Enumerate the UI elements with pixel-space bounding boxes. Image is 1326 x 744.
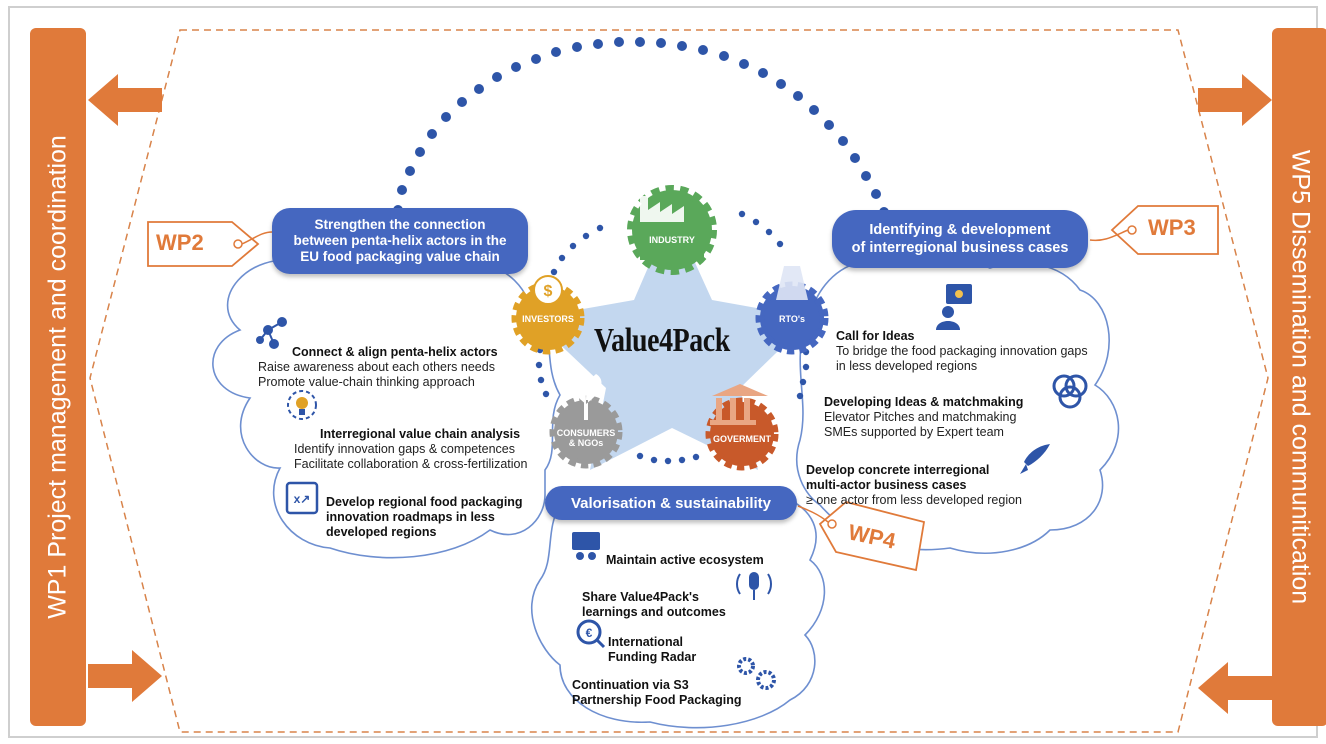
government-gear [705, 384, 779, 471]
wp4-header: Valorisation & sustainability [545, 486, 797, 520]
arrow-right-bottom [1198, 662, 1272, 714]
rtos-gear [755, 266, 829, 355]
wp1-project-management-bar: WP1 Project management and coordination [30, 28, 86, 726]
industry-gear [627, 185, 717, 275]
arrow-left-top [88, 74, 162, 126]
wp2-item-2-text: Identify innovation gaps & competences F… [294, 442, 528, 471]
tag-wp3: WP3 [1148, 215, 1196, 240]
wp2-item-3: Develop regional food packaging innovati… [326, 480, 523, 555]
wp3-item-3-text: ≥ one actor from less developed region [806, 493, 1023, 507]
svg-text:€: € [586, 626, 593, 640]
gears-icon [737, 657, 776, 690]
dotted-ring [535, 210, 810, 465]
presentation-icon [572, 532, 600, 560]
idea-person-icon [936, 284, 972, 330]
gear-label-industry: INDUSTRY [649, 235, 695, 245]
wp4-item-1: Maintain active ecosystem [606, 538, 764, 583]
venn-icon [1052, 374, 1088, 409]
wp3-item-3-title: Develop concrete interregional multi-act… [806, 463, 990, 492]
tag-wp2-shape [147, 221, 273, 267]
wp3-cloud [795, 254, 1120, 554]
wp4-item-3: International Funding Radar [608, 620, 696, 680]
wp4-item-3-title: International Funding Radar [608, 635, 697, 664]
factory-icon [640, 196, 684, 222]
plant-mic-icon [570, 374, 602, 420]
tag-wp4-shape [797, 501, 926, 572]
arrow-left-bottom [88, 650, 162, 702]
lightbulb-gear-icon [287, 390, 317, 420]
money-hand-icon [533, 275, 563, 305]
wp3-item-3: Develop concrete interregional multi-act… [806, 448, 1022, 508]
svg-text:$: $ [544, 283, 553, 300]
wp3-item-1-title: Call for Ideas [836, 329, 915, 343]
euro-search-icon: € [576, 619, 606, 649]
dotted-arc [393, 37, 889, 217]
wp3-header: Identifying & development of interregion… [832, 210, 1088, 268]
microphone-icon [736, 572, 772, 600]
center-title: Value4Pack [594, 322, 730, 359]
wp2-item-1-text: Raise awareness about each others needs … [258, 360, 495, 389]
rocket-icon [1020, 444, 1050, 474]
network-icon [256, 317, 287, 349]
dashed-hexagon [89, 29, 1269, 733]
consumers-gear [549, 374, 623, 469]
wp2-header: Strengthen the connection between penta-… [272, 208, 528, 274]
wp3-item-1-text: To bridge the food packaging innovation … [836, 344, 1088, 373]
investors-gear: $ [511, 275, 585, 355]
microscope-icon [776, 266, 808, 300]
wp4-item-1-title: Maintain active ecosystem [606, 553, 764, 567]
gear-label-consumers: CONSUMERS & NGOs [556, 428, 616, 448]
wp2-cloud [212, 252, 561, 559]
svg-text:x↗: x↗ [294, 492, 311, 506]
wp4-item-4-title: Continuation via S3 Partnership Food Pac… [572, 678, 742, 707]
wp3-item-2-text: Elevator Pitches and matchmaking SMEs su… [824, 410, 1017, 439]
wp5-dissemination-bar: WP5 Dissemination and communitication [1272, 28, 1326, 726]
gear-label-government: GOVERMENT [712, 434, 771, 444]
wp4-item-4: Continuation via S3 Partnership Food Pac… [572, 663, 741, 723]
wp1-label: WP1 Project management and coordination [43, 135, 72, 619]
wp2-item-3-title: Develop regional food packaging innovati… [326, 495, 523, 539]
gear-label-rtos: RTO's [779, 314, 805, 324]
roadmap-icon: x↗ [285, 481, 319, 515]
wp4-item-2-title: Share Value4Pack's learnings and outcome… [582, 590, 726, 619]
wp3-item-2-title: Developing Ideas & matchmaking [824, 395, 1024, 409]
wp2-item-2-title: Interregional value chain analysis [320, 427, 521, 441]
bank-icon [710, 384, 768, 425]
wp5-label: WP5 Dissemination and communitication [1286, 149, 1315, 605]
wp2-item-1-title: Connect & align penta-helix actors [292, 345, 498, 359]
tag-wp3-shape [1089, 205, 1219, 255]
wp4-item-2: Share Value4Pack's learnings and outcome… [582, 575, 726, 635]
arrow-right-top [1198, 74, 1272, 126]
gear-label-investors: INVESTORS [522, 314, 574, 324]
tag-wp2: WP2 [156, 230, 204, 255]
